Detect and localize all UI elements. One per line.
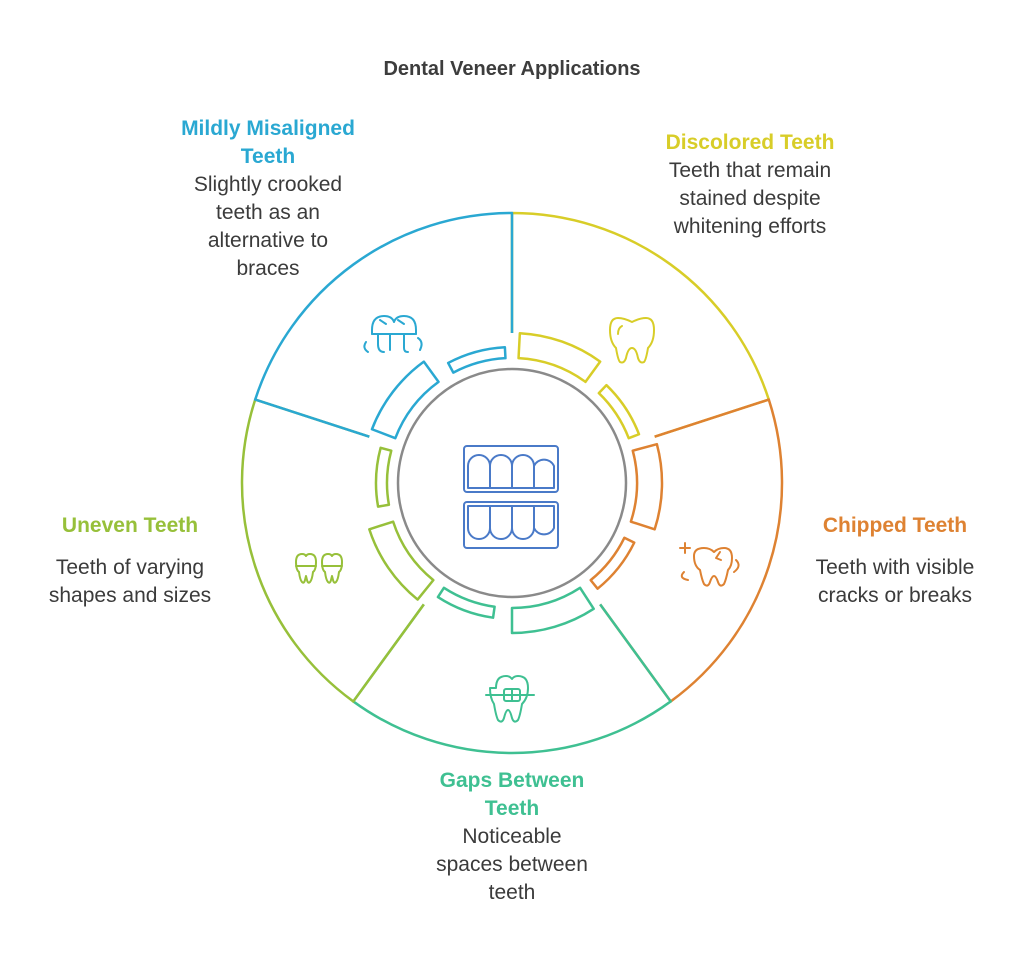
inner-piece-gaps [436, 586, 496, 619]
heading-line: Teeth [240, 145, 296, 168]
inner-piece-gaps [510, 586, 595, 635]
description-line: spaces between [436, 853, 588, 876]
heading-discolored: Discolored Teeth [620, 129, 880, 157]
description-discolored: Teeth that remain stained despite whiten… [620, 157, 880, 241]
inner-piece-misaligned [370, 360, 440, 440]
inner-piece-chipped [589, 536, 636, 590]
heading-line: Gaps Between [439, 769, 585, 792]
tooth-icon [609, 317, 655, 364]
heading-chipped: Chipped Teeth [780, 512, 1010, 540]
description-line: Teeth of varying [55, 556, 205, 579]
diagram-title: Dental Veneer Applications [383, 58, 641, 80]
inner-piece-uneven [374, 446, 393, 508]
description-line: cracks or breaks [817, 584, 973, 607]
wheel-rings [240, 211, 784, 755]
outer-sector-gaps [352, 603, 672, 755]
braces-tooth-icon [485, 675, 535, 723]
heading-misaligned: Mildly Misaligned Teeth [140, 115, 396, 171]
center-circle [396, 367, 628, 599]
heading-line: Discolored Teeth [665, 131, 835, 154]
inner-piece-uneven [368, 520, 435, 601]
description-line: shapes and sizes [48, 584, 212, 607]
heading-line: Teeth [484, 797, 540, 820]
outer-sector-uneven [240, 398, 425, 703]
label-gaps: Gaps Between Teeth Noticeable spaces bet… [392, 767, 632, 907]
description-line: Slightly crooked [193, 173, 343, 196]
description-line: Noticeable [462, 825, 562, 848]
heading-uneven: Uneven Teeth [20, 512, 240, 540]
outer-sector-discolored [510, 211, 771, 438]
description-chipped: Teeth with visible cracks or breaks [780, 554, 1010, 610]
description-line: Teeth that remain [668, 159, 832, 182]
description-line: teeth as an [216, 201, 320, 224]
description-line: stained despite [679, 187, 821, 210]
label-chipped: Chipped Teeth Teeth with visible cracks … [780, 512, 1010, 610]
inner-piece-chipped [629, 442, 664, 531]
heading-line: Chipped Teeth [822, 514, 968, 537]
chipped-tooth-icon [679, 542, 740, 587]
inner-piece-discolored [597, 383, 641, 440]
description-line: braces [236, 257, 300, 280]
description-gaps: Noticeable spaces between teeth [392, 823, 632, 907]
inner-piece-misaligned [446, 345, 507, 374]
heading-line: Mildly Misaligned [181, 117, 355, 140]
outer-sector-chipped [599, 398, 784, 703]
heading-line: Uneven Teeth [61, 514, 199, 537]
uneven-teeth-icon [295, 553, 343, 584]
description-line: Teeth with visible [815, 556, 975, 579]
misaligned-tooth-icon [363, 315, 423, 353]
description-line: teeth [488, 881, 536, 904]
label-discolored: Discolored Teeth Teeth that remain stain… [620, 129, 880, 241]
description-line: alternative to [207, 229, 329, 252]
outer-sector-misaligned [253, 211, 514, 438]
description-line: whitening efforts [673, 215, 827, 238]
description-misaligned: Slightly crooked teeth as an alternative… [140, 171, 396, 283]
description-uneven: Teeth of varying shapes and sizes [20, 554, 240, 610]
teeth-set-icon [463, 445, 559, 549]
label-uneven: Uneven Teeth Teeth of varying shapes and… [20, 512, 240, 610]
label-misaligned: Mildly Misaligned Teeth Slightly crooked… [140, 115, 396, 283]
inner-piece-discolored [517, 331, 602, 384]
heading-gaps: Gaps Between Teeth [392, 767, 632, 823]
